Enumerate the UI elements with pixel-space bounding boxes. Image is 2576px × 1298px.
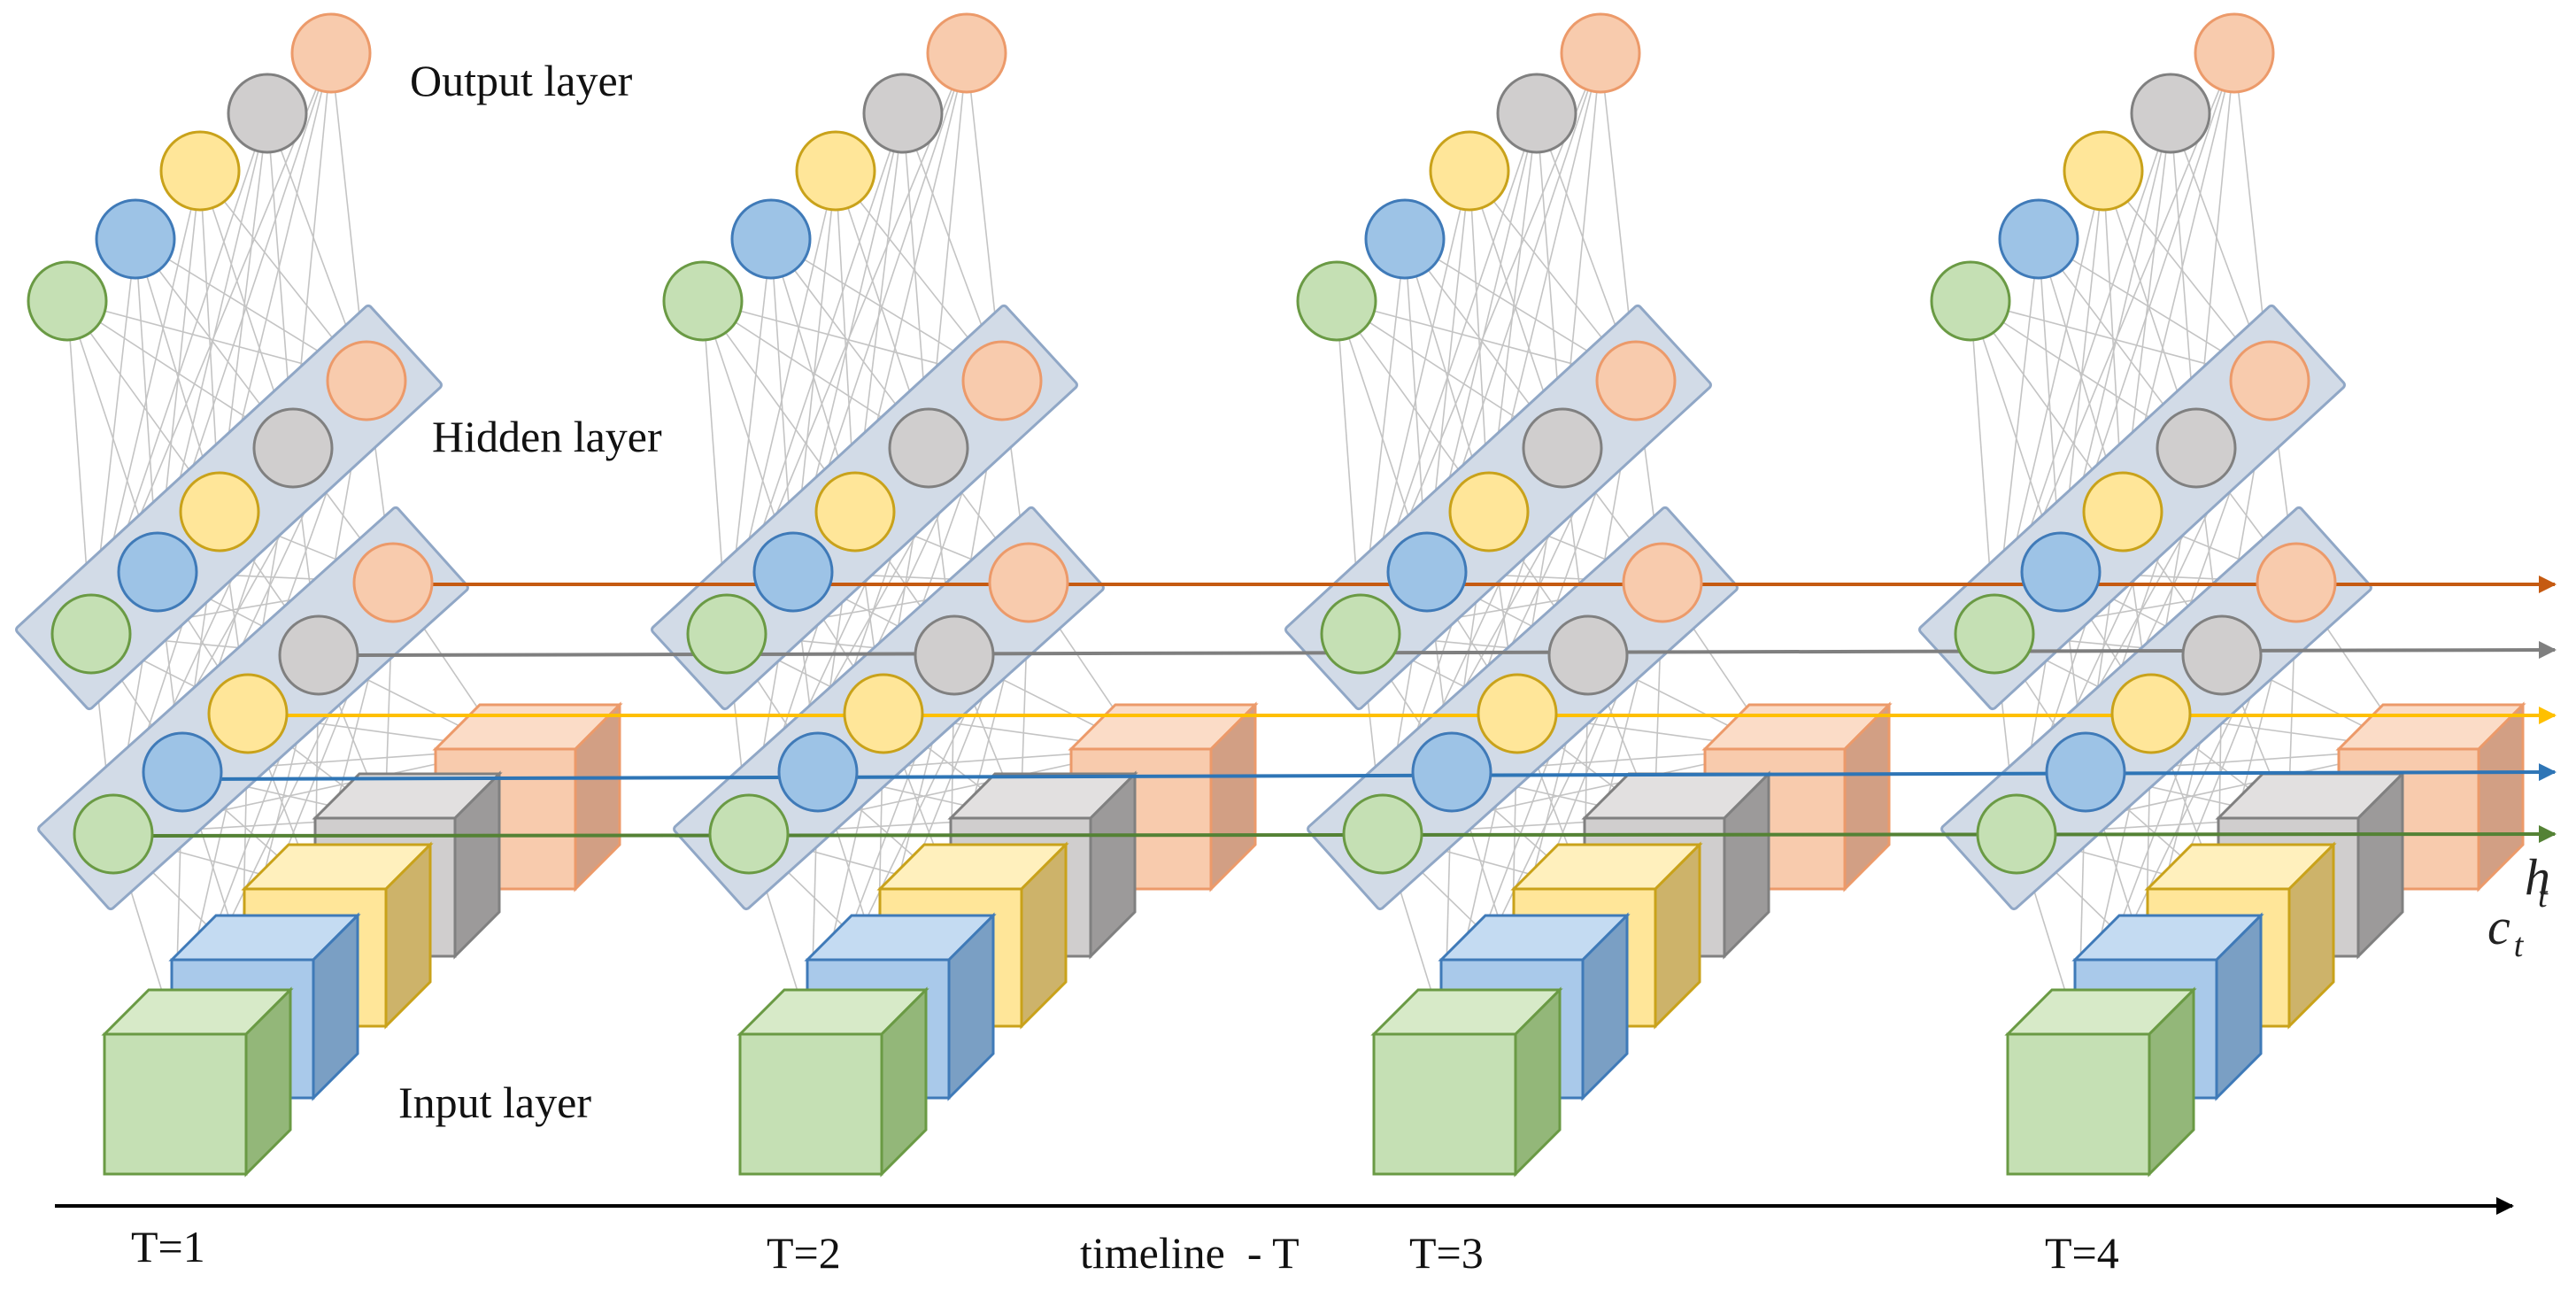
output-node-yellow-t2 bbox=[795, 130, 876, 212]
timeline-label: timeline - T bbox=[1080, 1228, 1300, 1278]
output-node-green-t3 bbox=[1296, 260, 1377, 342]
hidden1-node-orange-t1 bbox=[326, 340, 407, 421]
hidden1-node-gray-t1 bbox=[252, 407, 334, 489]
timestep-label-3: T=3 bbox=[1409, 1228, 1484, 1278]
hidden2-node-blue-t1 bbox=[142, 731, 223, 813]
hidden1-node-orange-t3 bbox=[1595, 340, 1677, 421]
timestep-label-4: T=4 bbox=[2045, 1228, 2119, 1278]
output-node-green-t1 bbox=[27, 260, 108, 342]
input-layer-label: Input layer bbox=[398, 1078, 591, 1127]
hidden2-node-gray-t3 bbox=[1547, 614, 1629, 696]
hidden2-node-green-t2 bbox=[708, 793, 790, 875]
hidden1-node-gray-t4 bbox=[2156, 407, 2237, 489]
hidden1-node-blue-t4 bbox=[2020, 531, 2102, 613]
output-node-yellow-t4 bbox=[2063, 130, 2144, 212]
hidden1-node-blue-t2 bbox=[752, 531, 834, 613]
output-node-blue-t2 bbox=[730, 198, 812, 280]
hidden2-node-gray-t2 bbox=[914, 614, 995, 696]
timestep-label-1: T=1 bbox=[131, 1222, 205, 1271]
hidden1-node-gray-t2 bbox=[888, 407, 969, 489]
hidden1-node-blue-t3 bbox=[1386, 531, 1468, 613]
hidden1-node-gray-t3 bbox=[1522, 407, 1603, 489]
hidden1-node-green-t3 bbox=[1320, 593, 1401, 675]
hidden1-node-green-t4 bbox=[1954, 593, 2035, 675]
hidden2-node-blue-t2 bbox=[777, 731, 859, 813]
input-cube-orange-t1 bbox=[432, 701, 623, 892]
hidden2-node-green-t3 bbox=[1342, 793, 1423, 875]
hidden2-node-gray-t4 bbox=[2181, 614, 2263, 696]
hidden1-node-blue-t1 bbox=[117, 531, 198, 613]
output-node-gray-t4 bbox=[2130, 73, 2211, 154]
output-node-orange-t3 bbox=[1560, 12, 1641, 94]
cube-front-face bbox=[738, 1032, 883, 1176]
hidden1-node-orange-t4 bbox=[2229, 340, 2310, 421]
hidden2-node-orange-t1 bbox=[352, 542, 434, 623]
cube-front-face bbox=[1372, 1032, 1517, 1176]
cube-front-face bbox=[2006, 1032, 2151, 1176]
hidden2-node-blue-t3 bbox=[1411, 731, 1492, 813]
output-node-green-t2 bbox=[662, 260, 744, 342]
output-node-orange-t4 bbox=[2194, 12, 2275, 94]
input-cube-green-t4 bbox=[2004, 986, 2197, 1178]
hidden2-node-orange-t4 bbox=[2256, 542, 2337, 623]
input-cube-green-t3 bbox=[1370, 986, 1563, 1178]
neuron-nodes bbox=[27, 12, 2337, 875]
hidden2-node-yellow-t3 bbox=[1477, 673, 1558, 754]
hidden2-node-gray-t1 bbox=[278, 614, 359, 696]
hidden1-node-yellow-t2 bbox=[814, 471, 896, 552]
hidden1-node-orange-t2 bbox=[961, 340, 1043, 421]
input-cube-green-t1 bbox=[101, 986, 294, 1178]
output-node-orange-t1 bbox=[290, 12, 372, 94]
output-node-yellow-t1 bbox=[159, 130, 241, 212]
output-node-green-t4 bbox=[1930, 260, 2011, 342]
hidden2-node-orange-t2 bbox=[988, 542, 1069, 623]
input-cubes bbox=[101, 701, 2526, 1178]
output-node-blue-t4 bbox=[1998, 198, 2079, 280]
hidden2-node-orange-t3 bbox=[1622, 542, 1703, 623]
state-arrow bbox=[181, 763, 2557, 782]
hidden2-node-yellow-t4 bbox=[2110, 673, 2192, 754]
output-node-gray-t2 bbox=[862, 73, 944, 154]
hidden2-node-blue-t4 bbox=[2045, 731, 2126, 813]
output-node-yellow-t3 bbox=[1429, 130, 1510, 212]
output-node-gray-t3 bbox=[1496, 73, 1577, 154]
hidden-layer-label: Hidden layer bbox=[432, 412, 662, 461]
hidden1-node-yellow-t4 bbox=[2082, 471, 2163, 552]
output-layer-label: Output layer bbox=[410, 56, 633, 105]
hidden2-node-green-t4 bbox=[1976, 793, 2057, 875]
h-t-label: ht bbox=[2525, 848, 2550, 915]
input-cube-green-t2 bbox=[737, 986, 929, 1178]
cube-front-face bbox=[103, 1032, 248, 1176]
hidden2-node-yellow-t1 bbox=[207, 673, 289, 754]
output-node-blue-t1 bbox=[95, 198, 176, 280]
output-node-orange-t2 bbox=[926, 12, 1007, 94]
hidden1-node-yellow-t3 bbox=[1448, 471, 1530, 552]
hidden1-node-yellow-t1 bbox=[179, 471, 260, 552]
hidden1-node-green-t2 bbox=[686, 593, 767, 675]
output-node-blue-t3 bbox=[1364, 198, 1446, 280]
hidden2-node-yellow-t2 bbox=[843, 673, 924, 754]
output-node-gray-t1 bbox=[227, 73, 308, 154]
hidden1-node-green-t1 bbox=[50, 593, 132, 675]
hidden2-node-green-t1 bbox=[73, 793, 154, 875]
timestep-label-2: T=2 bbox=[767, 1228, 841, 1278]
